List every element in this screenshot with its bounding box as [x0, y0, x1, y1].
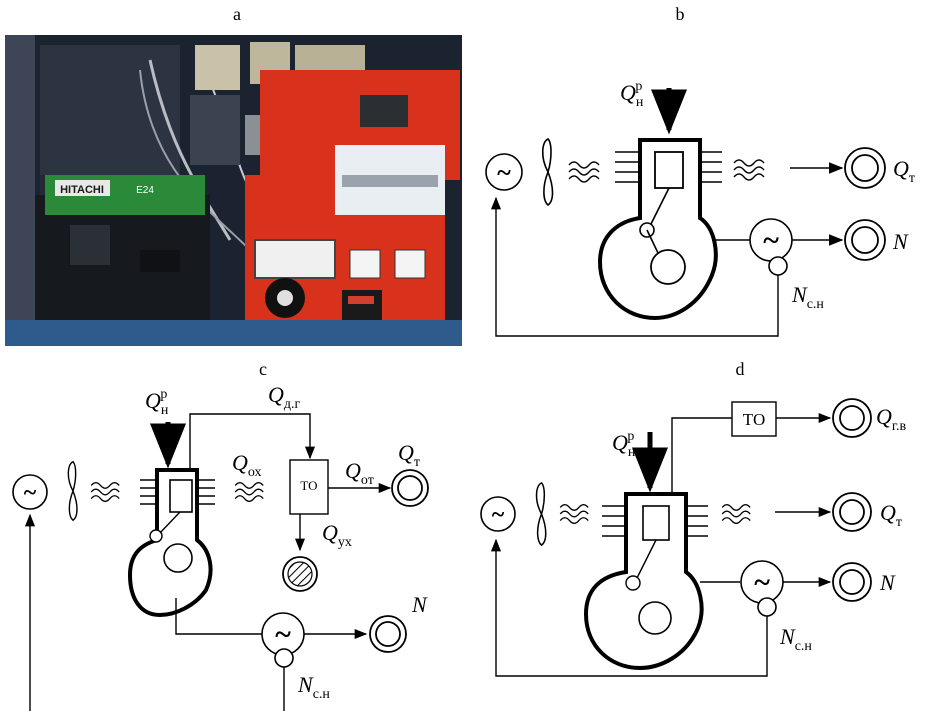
panel-d-labels: ~ ~ Qнр ТО Qг.в Qт N Nс.н — [492, 404, 907, 654]
c-crank — [163, 543, 193, 573]
d-hotwater-label: Qг.в — [876, 404, 907, 434]
b-piston — [654, 151, 684, 189]
c-power-label: N — [411, 592, 428, 617]
panel-b-diagram — [485, 88, 886, 337]
c-heat-exchanger — [289, 459, 329, 515]
d-heat-exchanger — [731, 401, 777, 437]
photo-brand-label: HITACHI — [60, 184, 104, 196]
panel-c-title: c — [259, 359, 267, 379]
c-fuel-label: Qнр — [145, 387, 169, 418]
c-heat-label: Qт — [398, 440, 420, 470]
d-engine-body — [583, 492, 704, 671]
d-crank — [638, 601, 672, 635]
b-aux-label: Nс.н — [791, 282, 824, 312]
panel-b-title: b — [676, 4, 685, 24]
d-to-label: ТО — [743, 410, 765, 429]
c-cooling-label: Qох — [232, 450, 262, 480]
panel-d-diagram — [480, 398, 872, 677]
b-heat-label: Qт — [893, 156, 915, 186]
panel-b-labels: ~ ~ Qнр Qт N Nс.н — [497, 79, 915, 312]
panel-c-diagram — [12, 413, 429, 711]
b-gen2-tilde: ~ — [763, 224, 779, 257]
c-flue-label: Qух — [322, 520, 352, 550]
d-power-label: N — [879, 570, 896, 595]
d-fan-tilde: ~ — [492, 502, 505, 528]
c-aux-label: Nс.н — [297, 672, 330, 702]
panel-a-title: a — [233, 4, 241, 24]
d-heat-label: Qт — [880, 500, 902, 530]
d-piston — [642, 505, 670, 541]
b-power-label: N — [892, 229, 909, 254]
b-fan-motor — [485, 153, 523, 191]
d-fuel-label: Qнр — [612, 429, 636, 460]
d-gen-tilde: ~ — [754, 566, 770, 599]
c-fan-motor — [12, 474, 48, 510]
b-crank — [650, 249, 686, 285]
panel-c-labels: ~ ~ Qнр Qд.г Qох ТО Qот Qт Qух N Nс.н — [24, 382, 428, 702]
photo-model-label: E24 — [136, 185, 154, 196]
c-fan-tilde: ~ — [24, 480, 37, 506]
b-engine-body — [597, 138, 718, 321]
c-piston — [169, 479, 193, 513]
panel-a-photo: HITACHI E24 — [5, 35, 462, 346]
c-exhaust-gas-label: Qд.г — [268, 382, 301, 412]
panel-d-title: d — [736, 359, 745, 379]
c-heat-out-label: Qот — [345, 458, 374, 488]
b-gen-tilde: ~ — [497, 158, 511, 187]
d-fan-motor — [480, 496, 516, 532]
b-fuel-label: Qнр — [620, 79, 644, 110]
c-to-label: ТО — [300, 478, 317, 493]
d-aux-label: Nс.н — [779, 624, 812, 654]
c-gen-tilde: ~ — [275, 618, 291, 651]
